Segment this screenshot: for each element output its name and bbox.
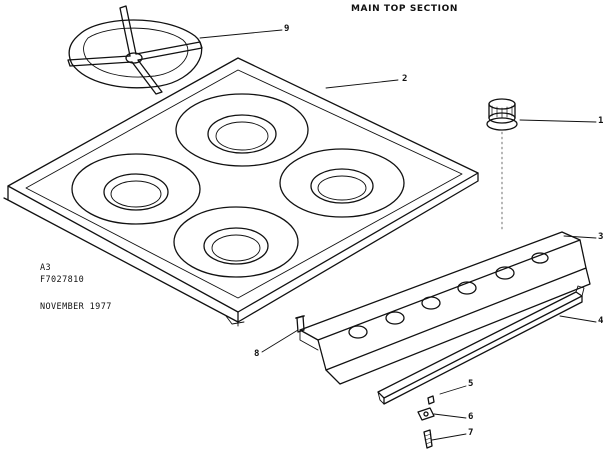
trim-strip	[377, 285, 585, 405]
callout-3: 3	[598, 232, 604, 242]
callout-8: 8	[254, 349, 260, 359]
revision-date: NOVEMBER 1977	[40, 302, 112, 312]
callout-5: 5	[468, 379, 474, 389]
callout-9: 9	[284, 24, 290, 34]
burner-well-rear	[175, 93, 309, 167]
cooktop-main-top	[3, 57, 479, 327]
burner-well-left	[71, 153, 201, 225]
control-panel	[299, 231, 591, 385]
screw-5	[427, 395, 435, 405]
burner-well-right	[279, 148, 405, 218]
callout-1: 1	[598, 116, 604, 126]
diagram-title: MAIN TOP SECTION	[351, 4, 458, 14]
leader-lines	[199, 29, 597, 441]
burner-well-front	[173, 206, 299, 278]
callout-4: 4	[598, 316, 604, 326]
screw-8	[295, 315, 305, 333]
part-number: F7027810	[40, 275, 85, 285]
callout-2: 2	[402, 74, 408, 84]
screw-7	[423, 429, 433, 449]
clip-6	[417, 407, 435, 421]
control-knob	[486, 98, 518, 231]
callout-6: 6	[468, 412, 474, 422]
model-code: A3	[40, 263, 52, 273]
callout-7: 7	[468, 428, 474, 438]
burner-grate	[67, 5, 203, 95]
